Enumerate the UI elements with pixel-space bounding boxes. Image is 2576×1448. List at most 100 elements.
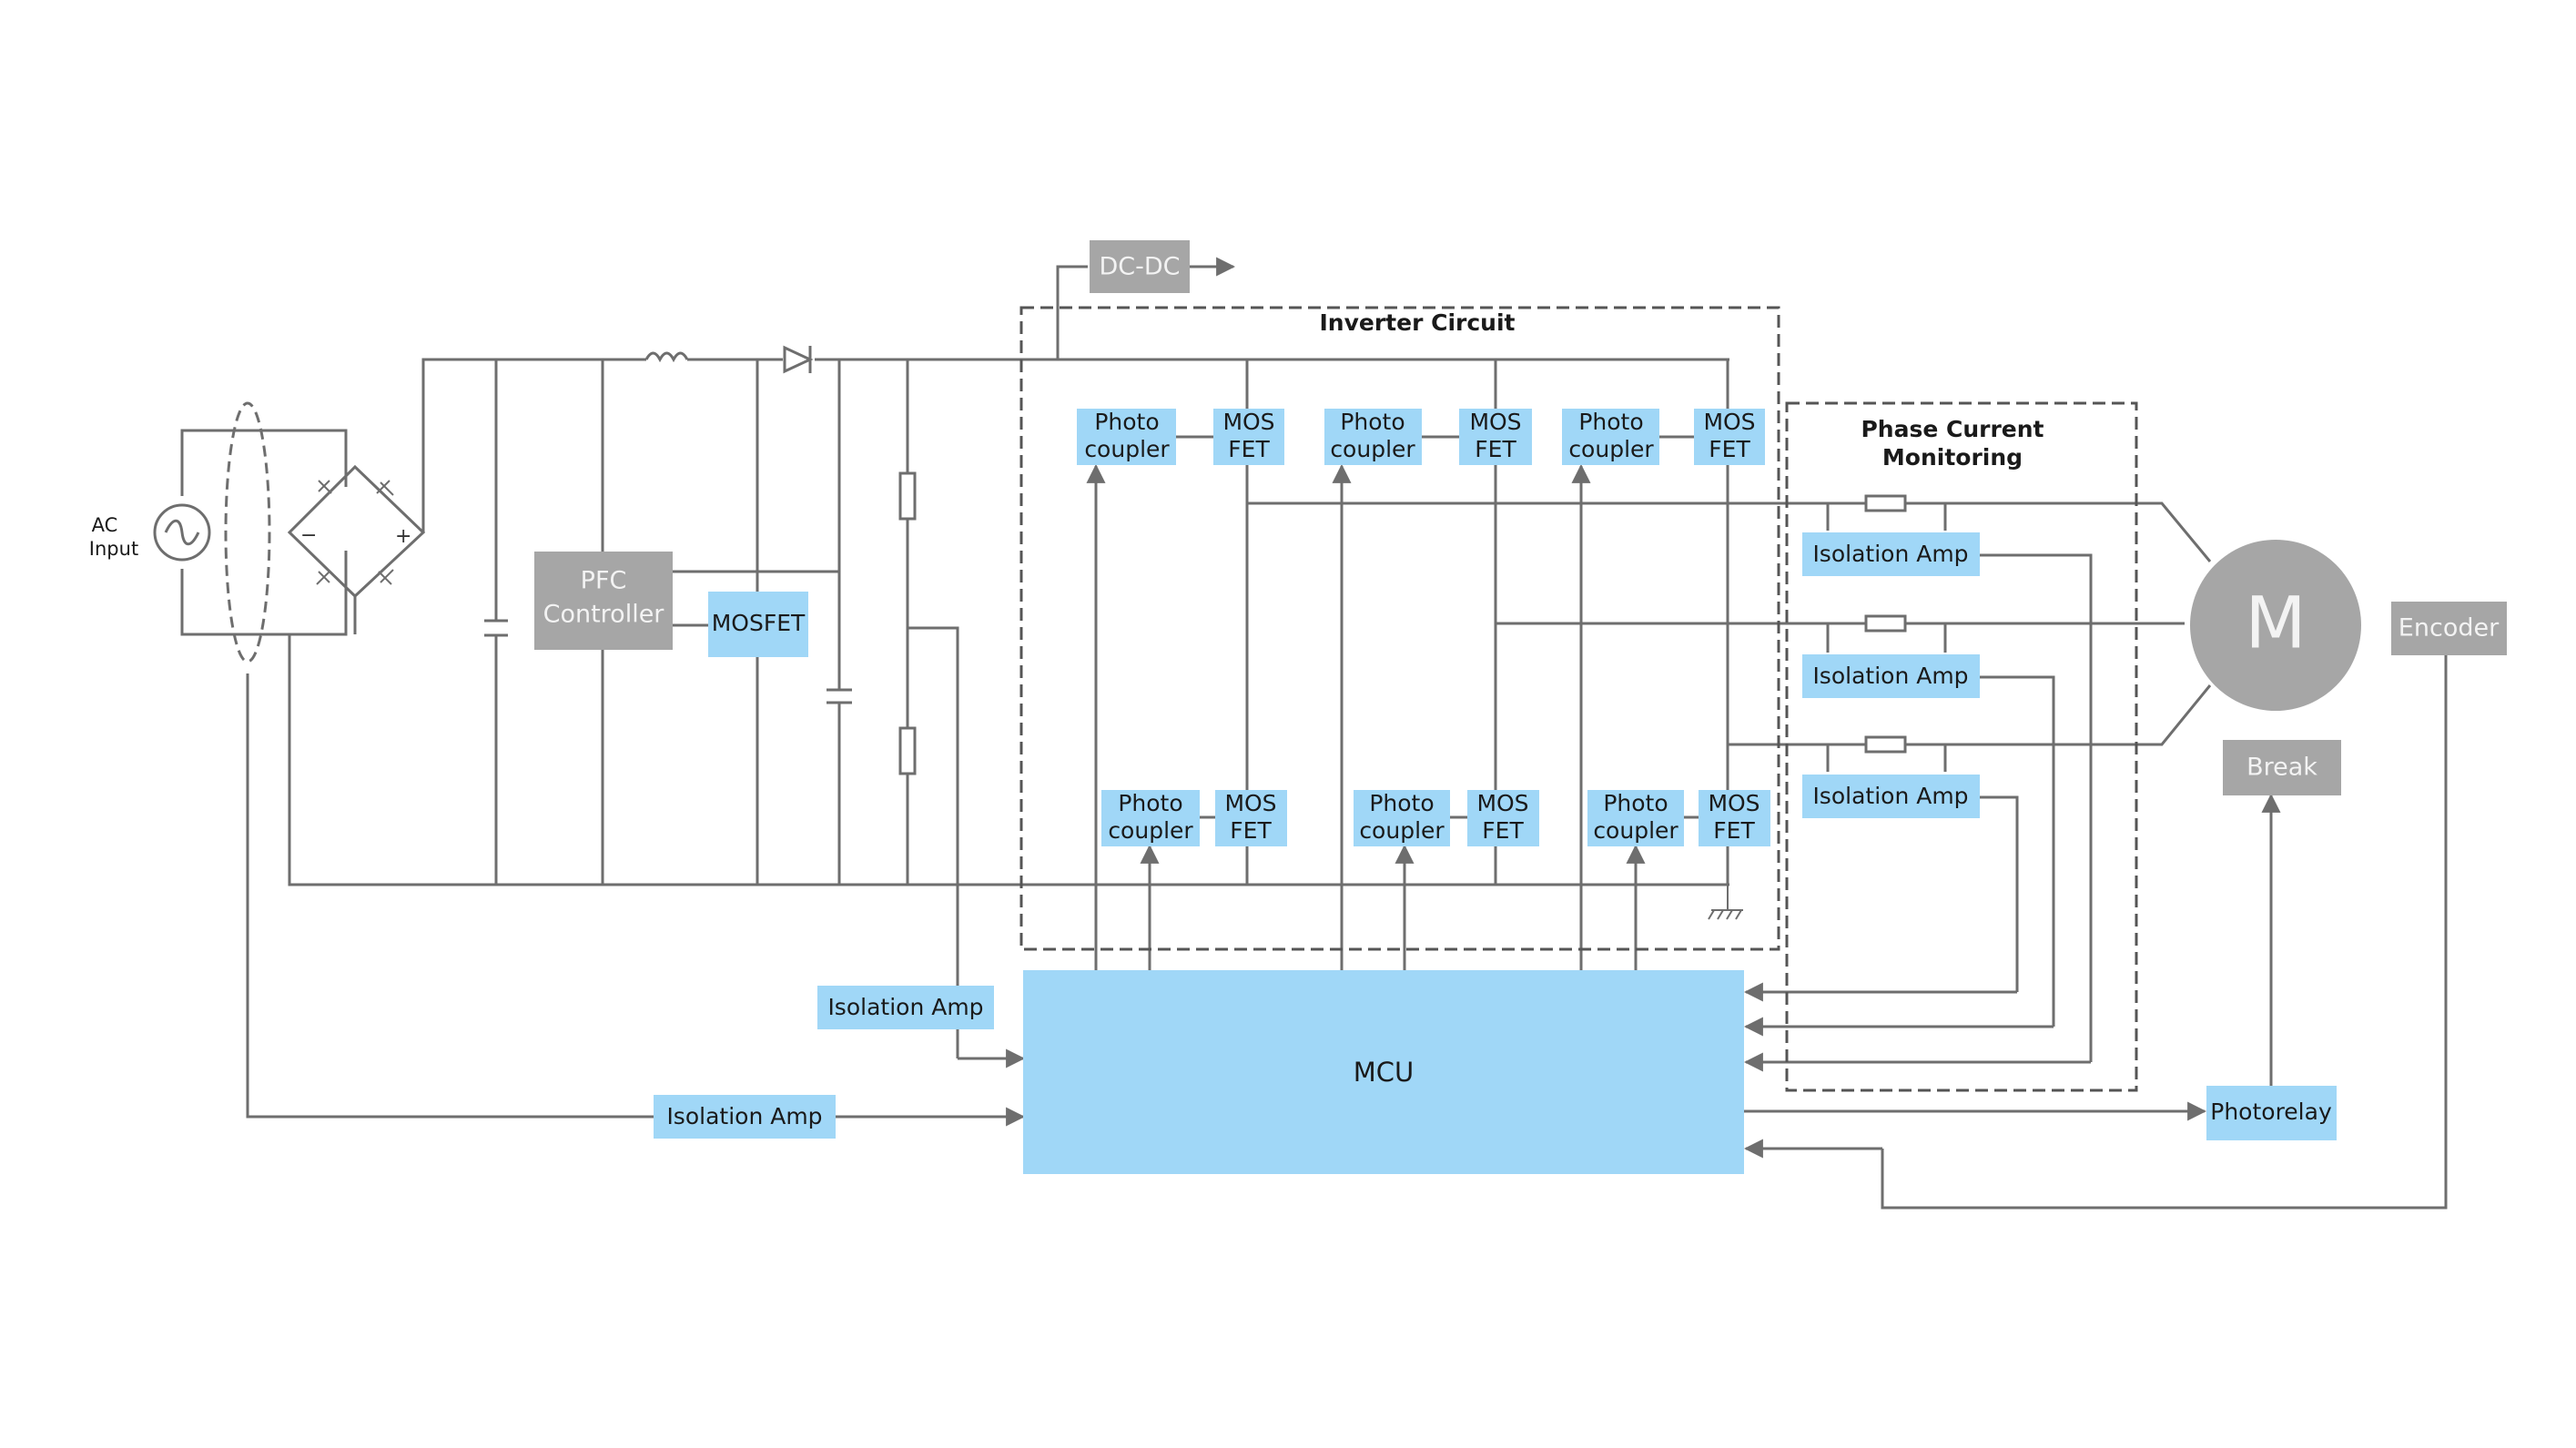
blue-blocks — [654, 409, 2337, 1174]
encoder-return — [1881, 655, 2448, 1210]
rectifier-minus-sign: − — [300, 524, 317, 547]
ac-loop-wire — [180, 429, 348, 496]
dcdc-tap — [1056, 265, 1088, 359]
pfc-controller-block — [534, 552, 673, 650]
inverter-title: Inverter Circuit — [1319, 309, 1515, 336]
ac-sense-wire — [246, 673, 655, 1119]
gate-link — [1174, 435, 1699, 819]
mcu-block — [1023, 970, 1744, 1174]
pfc-mosfet-block — [708, 592, 808, 657]
mosfet-bot-v — [1467, 790, 1539, 846]
photocoupler-top-u-l1: Photo — [1094, 409, 1159, 435]
mosfet-top-v-l2: FET — [1475, 436, 1516, 462]
isolation-barrier — [224, 401, 271, 663]
photocoupler-top-u-l2: coupler — [1084, 436, 1170, 462]
rectifier-diode-2 — [318, 480, 332, 494]
ac-input-label-1: AC — [92, 514, 118, 536]
photorelay-block — [2206, 1086, 2337, 1140]
divider-tap — [908, 626, 959, 1058]
isolation-amp-v-block — [1802, 654, 1980, 698]
mosfet-top-v — [1459, 409, 1532, 465]
mosfet-bot-v-l2: FET — [1482, 817, 1524, 844]
photocoupler-bot-v — [1354, 790, 1450, 846]
ground-symbol — [1708, 885, 1743, 920]
isolation-amp-w-block — [1802, 775, 1980, 818]
photocoupler-top-w — [1562, 409, 1659, 465]
shunt-resistor-u — [1864, 494, 1907, 512]
encoder-label: Encoder — [2399, 614, 2500, 643]
rectifier-diode-4 — [378, 569, 394, 585]
dcdc-block — [1090, 240, 1190, 293]
mosfet-bot-u — [1215, 790, 1287, 846]
phase-title-2: Monitoring — [1882, 444, 2023, 471]
mosfet-top-w-l1: MOS — [1703, 409, 1755, 435]
phase-u-out — [1247, 501, 2212, 562]
phase-w-out — [1728, 684, 2212, 746]
isolation-amp-dc-block — [817, 986, 994, 1029]
mcu-label: MCU — [1354, 1057, 1415, 1088]
brake-block — [2223, 740, 2341, 795]
mosfet-bot-w-l1: MOS — [1708, 790, 1760, 816]
photocoupler-bot-v-l1: Photo — [1369, 790, 1434, 816]
ac-loop-wire-bottom — [180, 551, 348, 636]
isolation-amp-ac-label: Isolation Amp — [666, 1103, 822, 1129]
photocoupler-bot-u-l1: Photo — [1118, 790, 1182, 816]
ac-sine — [164, 519, 200, 546]
photocoupler-bot-u — [1101, 790, 1200, 846]
isolation-amp-v-label: Isolation Amp — [1812, 663, 1968, 689]
mosfet-top-u-l1: MOS — [1222, 409, 1274, 435]
sense-v-taps — [1826, 623, 1947, 653]
photorelay-label: Photorelay — [2210, 1099, 2332, 1125]
isolation-amp-u-label: Isolation Amp — [1812, 541, 1968, 567]
dc-negative-bus — [288, 634, 1729, 886]
photocoupler-top-u — [1077, 409, 1176, 465]
shunt-resistor-w — [1864, 735, 1907, 754]
iso-u-return — [1979, 553, 2093, 1062]
mosfet-bot-v-l1: MOS — [1476, 790, 1528, 816]
photocoupler-bot-v-l2: coupler — [1359, 817, 1445, 844]
rectifier-diode-1 — [376, 480, 394, 496]
boost-diode — [783, 345, 814, 374]
divider-resistor-top — [898, 471, 917, 521]
pfc-label-1: PFC — [581, 567, 627, 595]
mosfet-bot-w-l2: FET — [1713, 817, 1755, 844]
ac-input-label-2: Input — [89, 538, 138, 560]
output-capacitor — [827, 688, 852, 704]
sense-u-taps — [1826, 503, 1947, 531]
pfc-mosfet-label: MOSFET — [712, 610, 806, 636]
photocoupler-top-v — [1324, 409, 1422, 465]
brake-label: Break — [2246, 754, 2317, 782]
pfc-inductor — [644, 351, 689, 363]
photocoupler-top-v-l2: coupler — [1330, 436, 1415, 462]
encoder-block — [2391, 602, 2507, 655]
isolation-amp-u-block — [1802, 532, 1980, 576]
photocoupler-bot-w — [1587, 790, 1684, 846]
mosfet-top-u-l2: FET — [1228, 436, 1270, 462]
motor-label: M — [2245, 582, 2306, 664]
passive-components — [153, 345, 1907, 775]
photocoupler-bot-w-l1: Photo — [1603, 790, 1668, 816]
bulk-capacitor — [484, 619, 508, 637]
photocoupler-top-w-l1: Photo — [1578, 409, 1643, 435]
isolation-amp-w-label: Isolation Amp — [1812, 783, 1968, 809]
dcdc-label: DC-DC — [1099, 253, 1180, 281]
iso-v-return — [1979, 675, 2055, 1027]
pfc-label-2: Controller — [543, 601, 665, 629]
rectifier-plus-sign: + — [395, 525, 411, 548]
shunt-resistor-v — [1864, 614, 1907, 633]
phase-title-1: Phase Current — [1861, 416, 2044, 442]
wiring — [180, 265, 2448, 1210]
photocoupler-top-v-l1: Photo — [1340, 409, 1405, 435]
mosfet-top-v-l1: MOS — [1469, 409, 1521, 435]
dc-positive-bus — [421, 358, 646, 532]
mosfet-top-u — [1213, 409, 1284, 465]
phase-current-monitoring-region — [1785, 401, 2138, 1092]
mosfet-bot-u-l2: FET — [1230, 817, 1272, 844]
isolation-amp-dc-label: Isolation Amp — [827, 994, 983, 1020]
signal-arrows — [836, 257, 2281, 1159]
photocoupler-bot-u-l2: coupler — [1108, 817, 1193, 844]
mosfet-bot-w — [1699, 790, 1770, 846]
sense-w-taps — [1826, 744, 1947, 772]
mosfet-top-w-l2: FET — [1709, 436, 1750, 462]
